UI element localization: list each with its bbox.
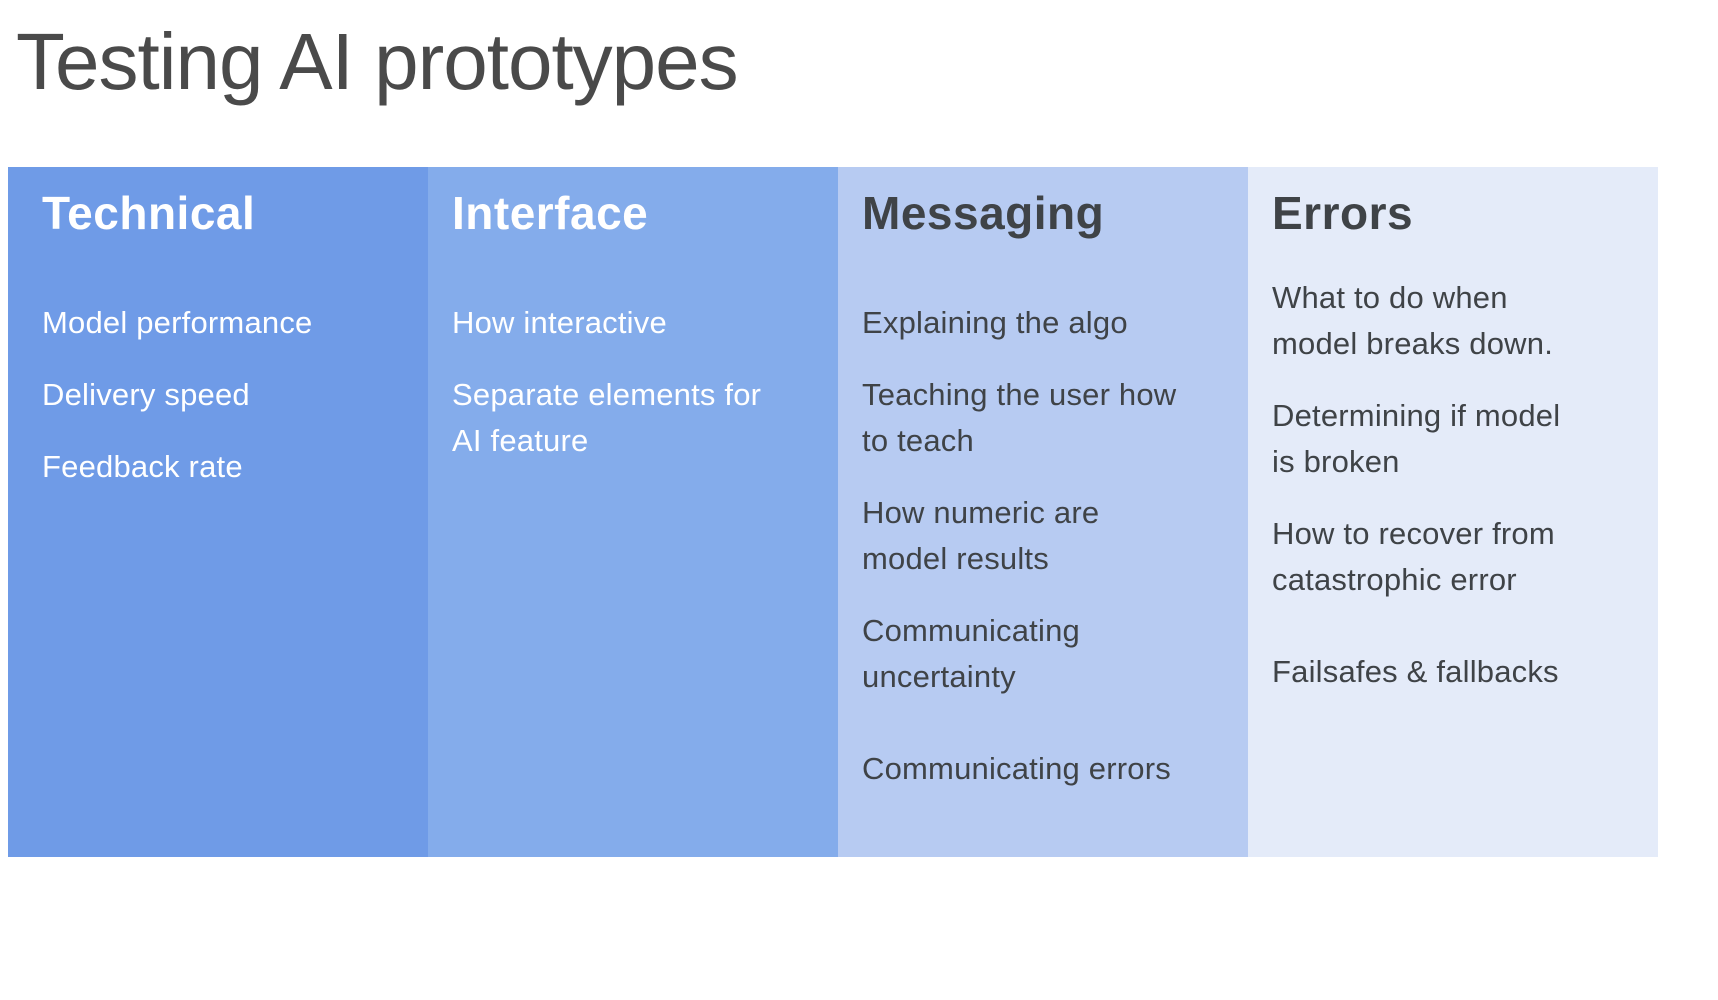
column-header-messaging: Messaging	[862, 187, 1105, 239]
column-header-errors: Errors	[1272, 187, 1414, 239]
column-item: Delivery speed	[42, 377, 250, 413]
column-item: Teaching the user how to teach	[862, 377, 1177, 459]
column-item: What to do when model breaks down.	[1272, 280, 1554, 362]
column-item: How to recover from catastrophic error	[1272, 516, 1555, 598]
column-technical: Technical Model performance Delivery spe…	[8, 167, 428, 857]
column-item: Determining if model is broken	[1272, 398, 1561, 480]
column-item: Separate elements for AI feature	[452, 377, 762, 459]
column-errors: Errors What to do when model breaks down…	[1248, 167, 1658, 857]
column-item: Feedback rate	[42, 449, 243, 485]
column-body-messaging: Explaining the algo Teaching the user ho…	[862, 300, 1220, 792]
column-body-interface: How interactive Separate elements for AI…	[452, 300, 810, 464]
column-interface: Interface How interactive Separate eleme…	[428, 167, 838, 857]
column-header-interface: Interface	[452, 187, 649, 239]
column-item: Communicating uncertainty	[862, 613, 1080, 695]
column-header-technical: Technical	[42, 187, 256, 239]
column-item: Failsafes & fallbacks	[1272, 654, 1559, 690]
columns-container: Technical Model performance Delivery spe…	[8, 167, 1658, 857]
column-item: Model performance	[42, 305, 313, 341]
column-body-errors: What to do when model breaks down. Deter…	[1272, 275, 1630, 695]
column-item: How numeric are model results	[862, 495, 1100, 577]
column-messaging: Messaging Explaining the algo Teaching t…	[838, 167, 1248, 857]
column-item: Explaining the algo	[862, 305, 1128, 341]
column-body-technical: Model performance Delivery speed Feedbac…	[42, 300, 400, 490]
column-item: How interactive	[452, 305, 667, 341]
slide-title: Testing AI prototypes	[16, 17, 739, 106]
column-item: Communicating errors	[862, 751, 1171, 787]
